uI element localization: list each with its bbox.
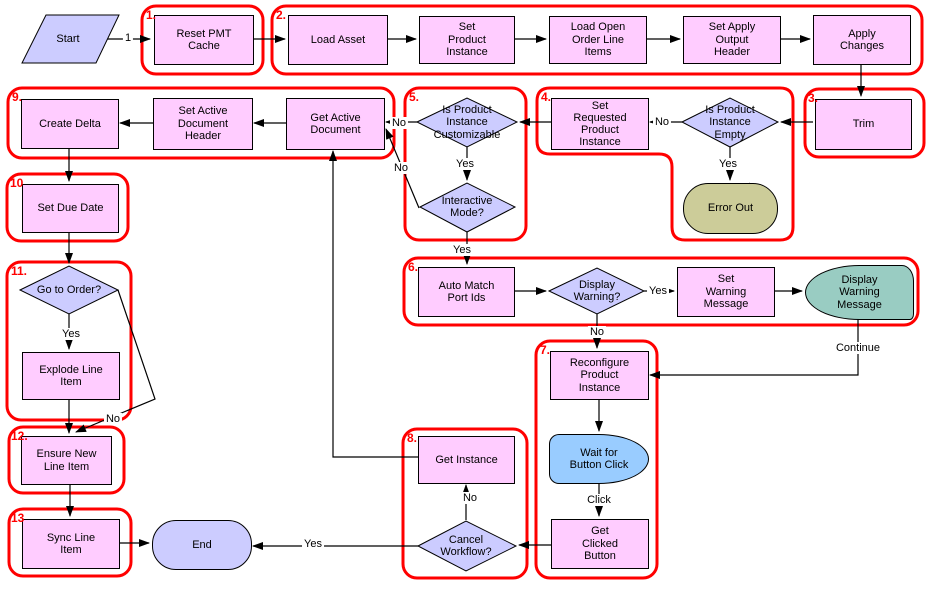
edge-label-empty-yes: Yes [717,158,739,170]
start-terminator-shape[interactable] [21,14,120,64]
edge-label-go-to-order-no: No [103,413,123,425]
group-8-outline [401,427,529,580]
node-load-asset[interactable]: Load Asset [288,15,388,65]
node-get-clicked-button[interactable]: Get Clicked Button [551,519,649,569]
edge-label-interactive-no: No [391,162,411,174]
group-9-number: 9. [12,90,23,104]
node-create-delta[interactable]: Create Delta [21,99,119,149]
node-trim[interactable]: Trim [815,99,912,150]
node-set-due-date[interactable]: Set Due Date [22,184,119,233]
group-13-number: 13 [11,511,25,525]
group-8-number: 8. [407,431,418,445]
group-2-number: 2. [276,8,287,22]
edge-label-display-no: No [587,326,607,338]
connector-go-to-order-no-to-ensure [75,289,156,433]
group-4-outline [535,86,795,242]
edge-label-go-to-order-yes: Yes [60,328,82,340]
node-set-product-instance[interactable]: Set Product Instance [419,16,515,64]
node-end[interactable]: End [152,520,252,570]
node-set-active-document-header[interactable]: Set Active Document Header [153,98,253,150]
group-7-number: 7. [540,343,551,357]
node-set-warning-message[interactable]: Set Warning Message [677,267,775,317]
decision-is-product-instance-empty[interactable] [680,97,780,148]
group-6-outline [402,256,920,327]
node-wait-for-button-click[interactable]: Wait for Button Click [549,434,649,484]
group-5-number: 5. [409,90,420,104]
edge-label-empty-no: No [652,116,672,128]
decision-cancel-workflow[interactable] [416,520,518,572]
node-set-requested-product-instance[interactable]: Set Requested Product Instance [551,98,649,150]
decision-display-warning[interactable] [547,267,646,315]
group-12-number: 12. [11,429,28,443]
node-sync-line-item[interactable]: Sync Line Item [22,519,120,569]
decision-interactive-mode[interactable] [418,182,517,233]
group-6-number: 6. [408,260,419,274]
group-1-number: 1. [146,8,157,22]
node-auto-match-port-ids[interactable]: Auto Match Port Ids [418,267,515,317]
edge-label-cancel-yes: Yes [302,538,324,550]
node-error-out[interactable]: Error Out [683,183,778,234]
node-get-active-document[interactable]: Get Active Document [286,98,385,150]
edge-label-display-yes: Yes [647,285,669,297]
group-4-number: 4. [541,90,552,104]
node-reset-pmt-cache[interactable]: Reset PMT Cache [154,15,254,65]
node-display-warning-message[interactable]: Display Warning Message [805,265,914,320]
edge-label-click: Click [585,494,613,506]
edge-label-customizable-yes: Yes [454,158,476,170]
edge-label-start-step: 1 [122,32,134,44]
edge-label-continue: Continue [833,342,883,354]
connector-get-instance-to-get-active [329,150,418,458]
node-reconfigure-product-instance[interactable]: Reconfigure Product Instance [550,351,649,400]
node-ensure-new-line-item[interactable]: Ensure New Line Item [21,436,112,485]
edge-label-customizable-no: No [389,117,409,129]
node-get-instance[interactable]: Get Instance [418,436,515,484]
group-10-number: 10 [10,176,24,190]
node-set-apply-output-header[interactable]: Set Apply Output Header [683,16,781,64]
group-11-number: 11. [11,264,28,278]
edge-label-interactive-yes: Yes [451,244,473,256]
node-apply-changes[interactable]: Apply Changes [813,15,911,65]
edge-label-cancel-no: No [460,492,480,504]
node-explode-line-item[interactable]: Explode Line Item [22,352,120,400]
group-2-outline [270,4,924,76]
decision-go-to-order[interactable] [18,265,120,315]
connector-continue-to-reconfigure [649,318,859,379]
node-load-open-order-line-items[interactable]: Load Open Order Line Items [549,16,647,64]
group-3-number: 3. [808,91,819,105]
decision-is-product-instance-customizable[interactable] [415,97,519,148]
